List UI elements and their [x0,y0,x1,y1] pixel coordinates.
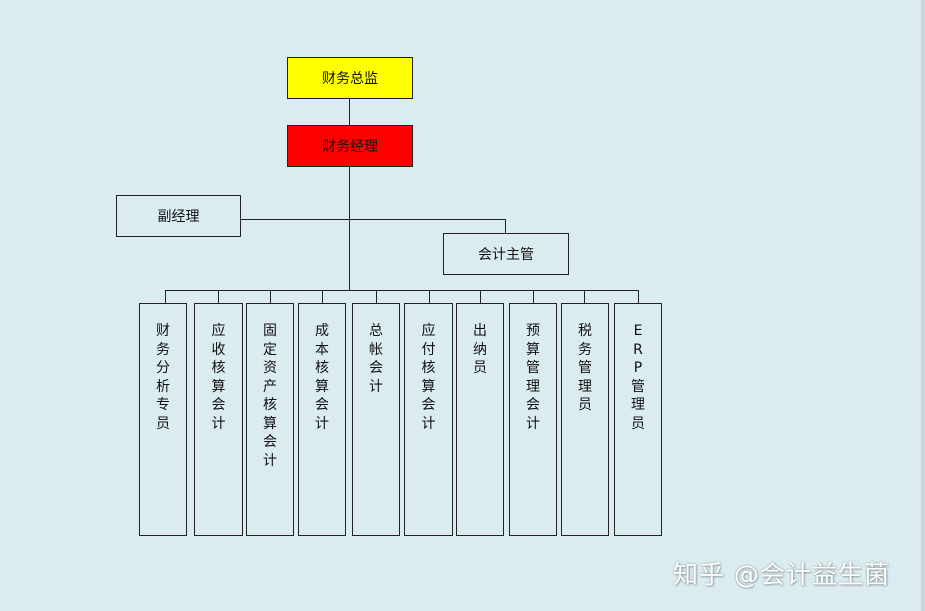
position-box: ERP管理员 [614,303,662,536]
position-label: 总帐会计 [369,323,383,395]
position-box: 预算管理会计 [509,303,557,536]
position-label: 预算管理会计 [526,323,540,432]
position-label: 应付核算会计 [421,323,436,432]
position-label: 固定资产核算会计 [263,323,277,469]
position-label: 成本核算会计 [315,323,329,432]
node-deputy: 副经理 [116,195,241,237]
node-manager: 财务经理 [287,125,413,167]
node-director-label: 财务总监 [322,71,378,87]
position-box: 应收核算会计 [194,303,243,536]
node-accounting-supervisor: 会计主管 [443,233,569,275]
position-box: 成本核算会计 [298,303,346,536]
position-box: 出纳员 [456,303,504,536]
position-label: 财务分析专员 [156,323,170,432]
position-box: 财务分析专员 [139,303,187,536]
position-label: 税务管理员 [578,323,592,413]
position-box: 应付核算会计 [404,303,453,536]
node-manager-label: 财务经理 [322,139,378,155]
right-edge-strip [921,0,925,611]
node-accounting-supervisor-label: 会计主管 [478,247,534,263]
position-label: 出纳员 [473,323,487,376]
watermark: 知乎 @会计益生菌 [673,560,890,589]
position-box: 税务管理员 [561,303,609,536]
node-director: 财务总监 [287,57,413,99]
node-deputy-label: 副经理 [157,209,200,225]
position-label: 应收核算会计 [211,323,226,432]
position-label: ERP管理员 [631,323,645,432]
position-box: 固定资产核算会计 [246,303,294,536]
position-box: 总帐会计 [352,303,400,536]
